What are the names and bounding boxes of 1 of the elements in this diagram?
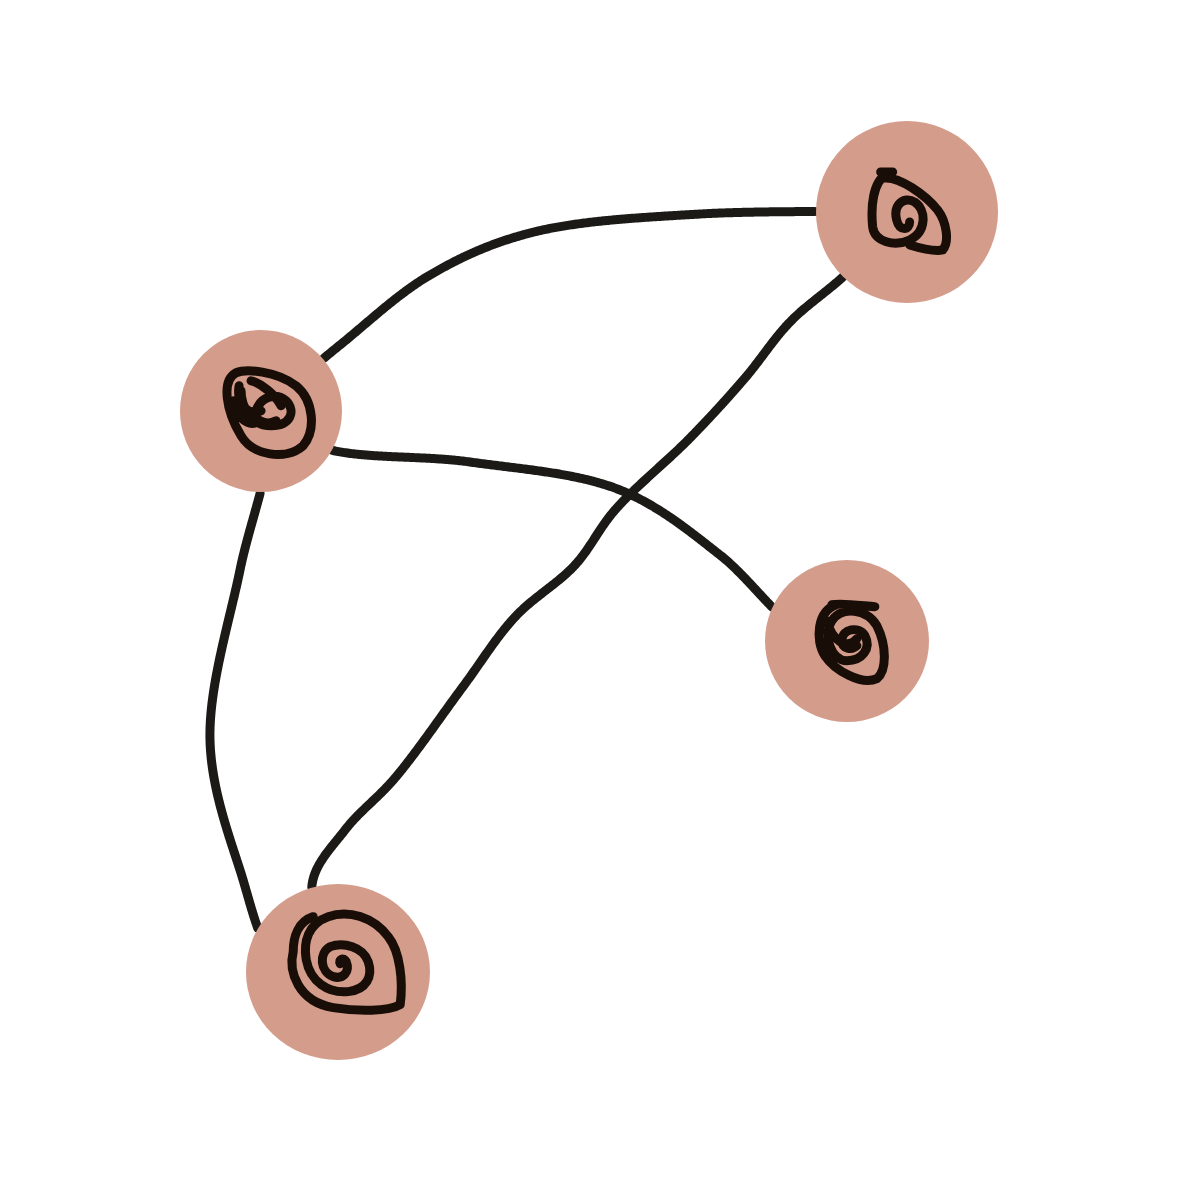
connector-line	[328, 445, 777, 612]
